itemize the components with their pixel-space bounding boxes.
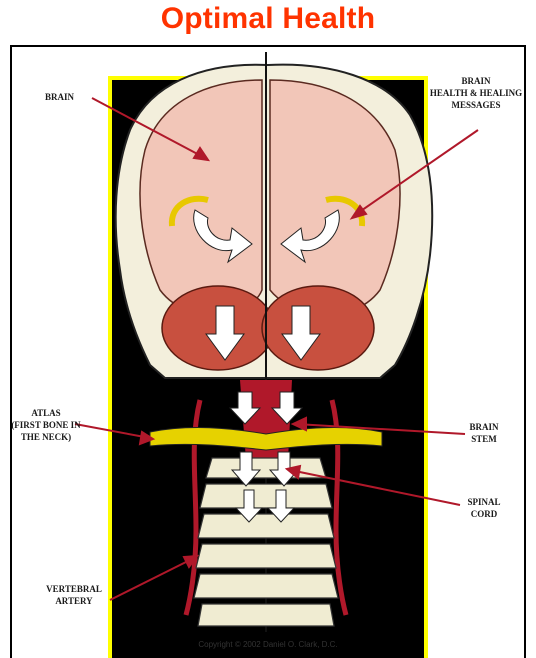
label-vertebral-artery-1: VERTEBRAL [46,584,102,594]
label-brain-right-3: MESSAGES [451,100,500,110]
label-brain-right-2: HEALTH & HEALING [430,88,522,98]
label-brain-left: BRAIN [45,92,75,102]
label-spinal-cord-2: CORD [471,509,498,519]
cerebellum-right [262,286,374,370]
label-vertebral-artery-2: ARTERY [55,596,93,606]
copyright-text: Copyright © 2002 Daniel O. Clark, D.C. [0,640,536,649]
label-atlas-2: (FIRST BONE IN [11,420,81,430]
label-spinal-cord-1: SPINAL [467,497,500,507]
label-brain-stem-2: STEM [471,434,497,444]
label-brain-right-1: BRAIN [461,76,491,86]
label-atlas-1: ATLAS [31,408,60,418]
label-brain-stem-1: BRAIN [469,422,499,432]
label-atlas-3: THE NECK) [21,432,71,442]
